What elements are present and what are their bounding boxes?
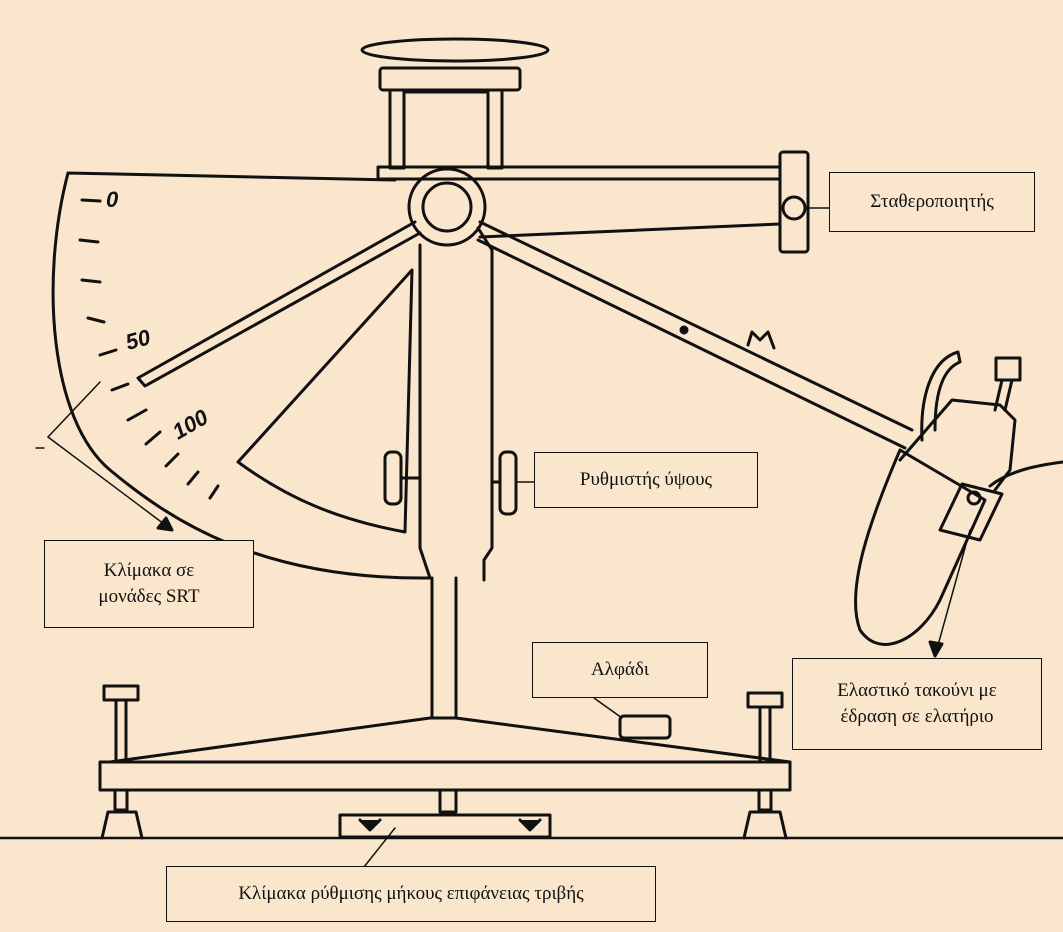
scale-number-50: 50 [123, 324, 154, 355]
height-knob-left [383, 450, 403, 506]
height-knob-right [498, 450, 518, 516]
spirit-level-body [618, 714, 672, 740]
slider-pad [938, 482, 1004, 542]
pivot-outer [407, 167, 487, 247]
leader-lines [35, 207, 971, 873]
top-cap [378, 66, 522, 92]
triangle-frame [236, 268, 414, 534]
contact-length-scale-bar [338, 813, 552, 839]
top-column-left [388, 88, 406, 170]
pointer-needle [136, 220, 422, 388]
top-dish [360, 37, 550, 63]
rubber-slider-body [854, 448, 987, 646]
srt-scale-arrow [156, 516, 174, 532]
stabilizer-block [778, 150, 810, 254]
central-column [418, 226, 494, 582]
base-top [108, 716, 792, 764]
height-adjuster-label: Ρυθμιστής ύψους [534, 452, 758, 508]
top-column-right [486, 88, 504, 170]
spirit-level-label: Αλφάδι [532, 642, 708, 698]
pivot-inner [421, 181, 473, 233]
srt-scale-arc [51, 171, 432, 580]
pendulum-head [898, 398, 1017, 492]
base-plate [98, 760, 792, 792]
left-foot [100, 810, 144, 840]
pendulum-screw [994, 356, 1022, 382]
left-screw-cap [102, 684, 140, 702]
right-foot [742, 810, 788, 840]
rubber-slider-label: Ελαστικό τακούνι με έδραση σε ελατήριο [792, 658, 1042, 750]
scale-number-0: 0 [106, 187, 119, 212]
scale-number-100: 100 [168, 404, 213, 444]
srt-scale-label: Κλίμακα σε μονάδες SRT [44, 540, 254, 628]
stabilizer-knob [781, 195, 807, 221]
stabilizer-label: Σταθεροποιητής [829, 172, 1035, 232]
slider-arrow [928, 640, 944, 658]
pendulum-hook [920, 350, 962, 442]
pendulum-arm [476, 220, 914, 450]
right-screw-cap [746, 691, 784, 709]
srt-scale-ticks [78, 198, 220, 500]
contact-length-scale-label: Κλίμακα ρύθμισης μήκους επιφάνειας τριβή… [166, 866, 656, 922]
